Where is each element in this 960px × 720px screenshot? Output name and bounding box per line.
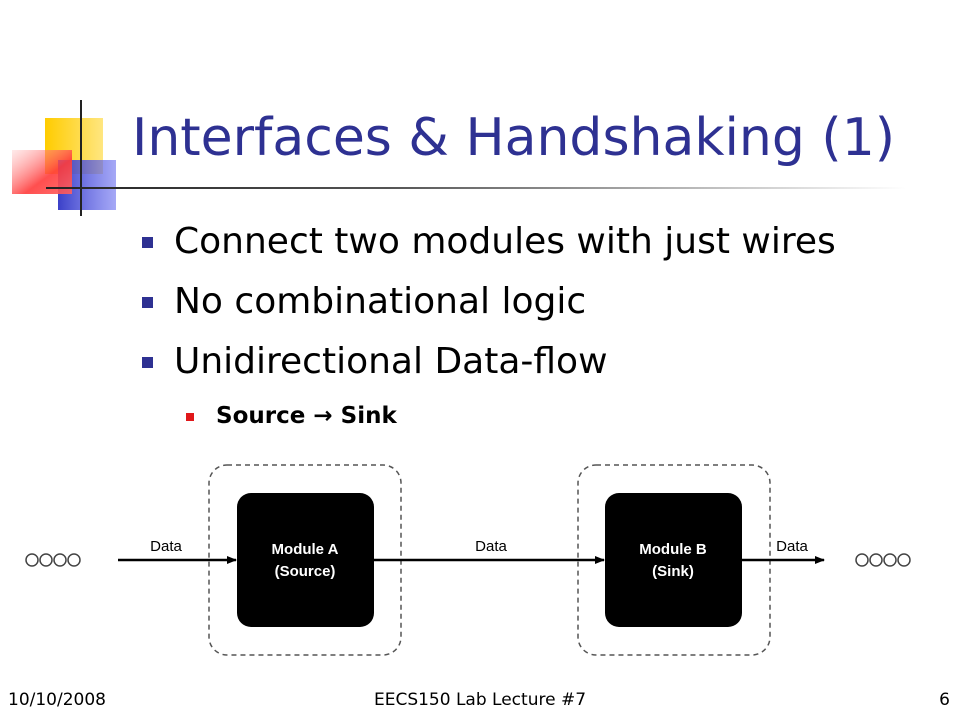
bullet-text: Connect two modules with just wires [174,221,836,262]
sub-bullet-text: Source → Sink [216,396,397,436]
bullet-text: Unidirectional Data-flow [174,341,608,382]
sink-label: Sink [340,403,397,429]
footer-page-number: 6 [939,690,950,710]
data-out-label: Data [776,538,808,555]
right-arrow-icon: → [313,403,333,429]
data-in-label: Data [150,538,182,555]
bullet-square-icon [142,357,153,368]
bullet-item: No combinational logic [140,276,920,336]
sub-bullet-square-icon [186,413,194,421]
sub-bullet-item: Source → Sink [186,396,920,436]
title-decoration [12,100,116,216]
module-diagram: Module A (Source) Module B (Sink) Data D… [25,464,911,656]
title-underline [46,187,906,189]
source-label: Source [216,403,306,429]
slide-title: Interfaces & Handshaking (1) [132,108,896,168]
footer-course: EECS150 Lab Lecture #7 [373,690,587,710]
module-a-name: Module A [272,541,339,558]
module-a-role: (Source) [275,563,336,580]
module-b-box [605,493,742,627]
module-a-box [237,493,374,627]
module-b-role: (Sink) [652,563,694,580]
left-ellipsis-icon [25,553,81,567]
bullet-item: Connect two modules with just wires [140,216,920,276]
deco-red-square [12,150,72,194]
data-mid-label: Data [475,538,507,555]
footer-date: 10/10/2008 [8,690,106,710]
bullet-text: No combinational logic [174,281,587,322]
bullet-item: Unidirectional Data-flow [140,336,920,396]
module-b-name: Module B [639,541,707,558]
bullet-list: Connect two modules with just wires No c… [140,216,920,436]
bullet-square-icon [142,297,153,308]
deco-vertical-line [80,100,82,216]
bullet-square-icon [142,237,153,248]
right-ellipsis-icon [855,553,911,567]
